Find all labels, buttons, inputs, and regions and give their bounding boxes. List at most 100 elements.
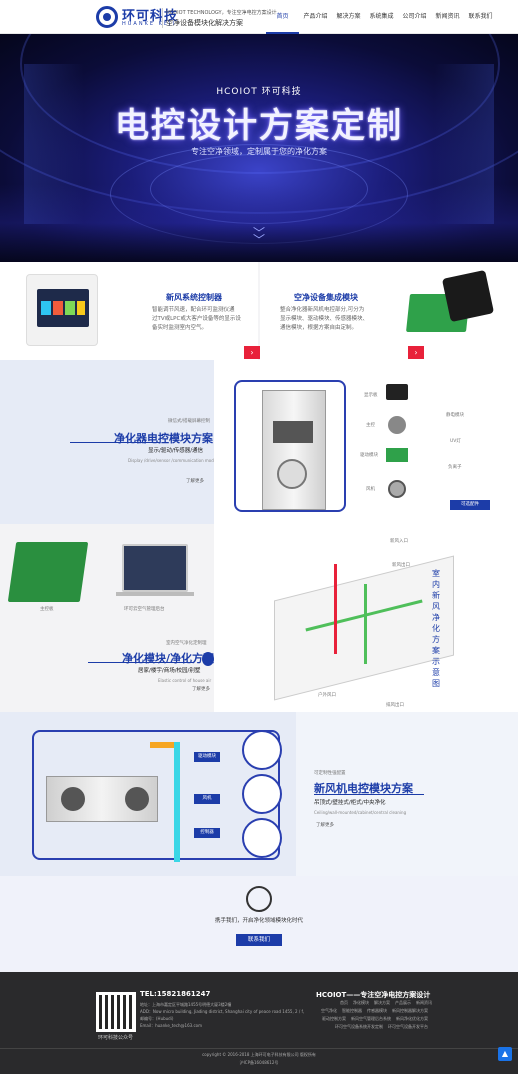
section-en: Display /drive/sensor /communication mod… bbox=[128, 458, 220, 463]
learn-more-link[interactable]: 了解更多 bbox=[316, 823, 334, 828]
component-tag: 控制器 bbox=[194, 828, 220, 838]
nav-integration[interactable]: 系统集成 bbox=[369, 13, 394, 20]
contact-us-button[interactable]: 联系我们 bbox=[236, 934, 282, 946]
banner-side-light bbox=[24, 64, 84, 224]
product-desc-line: 过TV或LPC或大客户设备等的显示设 bbox=[152, 316, 241, 322]
product-desc: 整合净化器新风机电控部分,可分为 显示模块、驱动模块、传感器模块、 通信模块，根… bbox=[280, 306, 368, 333]
section-line bbox=[314, 794, 424, 795]
purification-solution-section: 主控板 环可云空气管理后台 室内空气净化定制理 净化模块/净化方案 居家/楼宇/… bbox=[0, 524, 518, 712]
nav-solutions[interactable]: 解决方案 bbox=[336, 13, 361, 20]
footer-right-line[interactable]: 空气净化 bbox=[321, 1008, 337, 1013]
product-desc-line: 整合净化器新风机电控部分,可分为 bbox=[280, 307, 365, 313]
controller-circle bbox=[242, 818, 282, 858]
nav-products[interactable]: 产品介绍 bbox=[303, 13, 328, 20]
product-card[interactable]: 新风系统控制器 智能调节风速，配合环可监测仪通 过TV或LPC或大客户设备等的显… bbox=[0, 262, 260, 360]
purifier-diagram: 显示板 主控 驱动模块 风机 静电模块 UV灯 负离子 可选配件 bbox=[214, 360, 518, 524]
product-arrow-button[interactable]: › bbox=[244, 346, 260, 359]
footer-link[interactable]: 首页 bbox=[340, 1000, 348, 1005]
scheme-label: 户外风口 bbox=[318, 693, 336, 698]
site-header: 环可科技 HUANKE KEJI HCOIOT TECHNOLOGY，专注空净电… bbox=[0, 0, 518, 34]
drive-module-image bbox=[386, 448, 408, 462]
footer-link[interactable]: 净化模块 bbox=[353, 1000, 369, 1005]
fan-icon bbox=[61, 787, 85, 811]
nav-news[interactable]: 新闻资讯 bbox=[435, 13, 460, 20]
brand-name[interactable]: 环可科技 bbox=[122, 9, 179, 24]
footer-right-lines: 空气净化 智能控制器 传感器模块 新风控制器解决方案 驱动控制方案 新风空气管理… bbox=[320, 1008, 428, 1030]
item-caption: 主控板 bbox=[40, 607, 54, 612]
banner-floor bbox=[0, 184, 518, 262]
product-desc-line: 显示模块、驱动模块、传感器模块、 bbox=[280, 316, 369, 322]
nav-home[interactable]: 首页 bbox=[266, 0, 299, 34]
lightbulb-icon bbox=[202, 652, 214, 666]
site-footer: 环可科技公众号 TEL:15821861247 地址：上海市嘉定区平城路1455… bbox=[0, 972, 518, 1074]
diagram-label: 显示板 bbox=[364, 393, 378, 398]
footer-tel: TEL:15821861247 bbox=[140, 990, 211, 998]
controller-screen bbox=[37, 289, 89, 327]
product-desc-line: 备实时监测室内空气。 bbox=[152, 325, 208, 331]
product-desc-line: 智能调节风速，配合环可监测仪通 bbox=[152, 307, 235, 313]
footer-right-line[interactable]: 环可空气设备系统开发定制 bbox=[335, 1024, 383, 1029]
diagram-label: 风机 bbox=[366, 487, 375, 492]
footer-link[interactable]: 产品展示 bbox=[395, 1000, 411, 1005]
footer-right-line[interactable]: 新风净化优化方案 bbox=[396, 1016, 428, 1021]
screen-tile bbox=[65, 301, 75, 315]
footer-link[interactable]: 解决方案 bbox=[374, 1000, 390, 1005]
footer-right-line[interactable]: 新风控制器解决方案 bbox=[392, 1008, 428, 1013]
footer-icp[interactable]: 沪ICP备16048612号 bbox=[239, 1060, 279, 1065]
section-features: 显示/驱动/传感器/通信 bbox=[148, 448, 204, 454]
footer-address: 地址：上海市嘉定区平城路1455号明德大厦3楼2幢 bbox=[140, 1002, 232, 1007]
footer-right-line[interactable]: 新风空气管理后台系统 bbox=[351, 1016, 391, 1021]
component-tag: 风机 bbox=[194, 794, 220, 804]
banner-subtitle: 专注空净领域，定制属于您的净化方案 bbox=[191, 147, 327, 156]
controller-device-image bbox=[26, 274, 98, 346]
footer-copyright: copyright © 2016-2018 上海环可电子科技有限公司 版权所有 bbox=[202, 1052, 316, 1057]
screen-tile bbox=[77, 301, 85, 315]
footer-right-line[interactable]: 智能控制器 bbox=[342, 1008, 362, 1013]
product-desc: 智能调节风速，配合环可监测仪通 过TV或LPC或大客户设备等的显示设 备实时监测… bbox=[152, 306, 241, 333]
section-en: Ceiling/wall-mounted/cabinet/central cle… bbox=[314, 810, 407, 815]
component-tag: 驱动模块 bbox=[194, 752, 220, 762]
main-board-image bbox=[7, 542, 89, 602]
display-board-image bbox=[386, 384, 408, 400]
nav-contact[interactable]: 联系我们 bbox=[468, 13, 493, 20]
chevron-down-icon[interactable]: ﹀﹀ bbox=[252, 226, 265, 247]
banner-tagline: HCOIOT 环可科技 bbox=[216, 87, 302, 97]
learn-more-link[interactable]: 了解更多 bbox=[186, 479, 204, 484]
footer-right-title: HCOIOT——专注空净电控方案设计 bbox=[316, 991, 431, 999]
product-title: 空净设备集成模块 bbox=[294, 293, 358, 302]
section-small-label: 可定制性强配置 bbox=[314, 771, 346, 776]
optional-accessory-badge: 可选配件 bbox=[450, 500, 490, 510]
product-card[interactable]: 空净设备集成模块 整合净化器新风机电控部分,可分为 显示模块、驱动模块、传感器模… bbox=[260, 262, 518, 360]
hero-banner: HCOIOT 环可科技 电控设计方案定制 专注空净领域，定制属于您的净化方案 ﹀… bbox=[0, 34, 518, 262]
diagram-label: 主控 bbox=[366, 423, 375, 428]
back-to-top-button[interactable]: ▲ bbox=[498, 1047, 512, 1061]
accessory-label: UV灯 bbox=[450, 439, 461, 444]
footer-right-line[interactable]: 环可空气设备开发平台 bbox=[388, 1024, 428, 1029]
logo-icon[interactable] bbox=[96, 6, 118, 28]
drive-module-circle bbox=[242, 730, 282, 770]
accessory-label: 负离子 bbox=[448, 465, 462, 470]
laptop-dashboard-image bbox=[122, 544, 188, 592]
footer-links: 首页 净化模块 解决方案 产品展示 新闻资讯 bbox=[340, 1000, 432, 1006]
footer-right-line[interactable]: 传感器模块 bbox=[367, 1008, 387, 1013]
section-line bbox=[70, 442, 160, 443]
product-arrow-button[interactable]: › bbox=[408, 346, 424, 359]
section-title: 新风机电控模块方案 bbox=[314, 782, 413, 795]
contact-text: 携手我们，开启净化领域模块化时代 bbox=[214, 918, 303, 924]
fan-icon bbox=[125, 787, 149, 811]
footer-link[interactable]: 新闻资讯 bbox=[416, 1000, 432, 1005]
fan-image bbox=[388, 480, 406, 498]
fan-circle bbox=[242, 774, 282, 814]
footer-address-en: ADD：Now micro building, Jiading district… bbox=[140, 1009, 305, 1014]
airflow-line bbox=[364, 584, 367, 664]
nav-about[interactable]: 公司介绍 bbox=[402, 13, 427, 20]
learn-more-link[interactable]: 了解更多 bbox=[192, 687, 210, 692]
section-small-label: 微信式/搭载屏幕控制 bbox=[168, 419, 211, 424]
duct-image bbox=[174, 742, 180, 862]
diagram-frame bbox=[234, 380, 346, 512]
accessory-label: 静电模块 bbox=[446, 413, 464, 418]
section-small-label: 室内空气净化定制理 bbox=[166, 641, 207, 646]
house-scheme-diagram: 新风入口 新风出口 户外风口 排风出口 室内新风净化方案示意图 bbox=[214, 524, 518, 712]
footer-right-line[interactable]: 驱动控制方案 bbox=[322, 1016, 346, 1021]
module-device-image bbox=[441, 269, 495, 323]
